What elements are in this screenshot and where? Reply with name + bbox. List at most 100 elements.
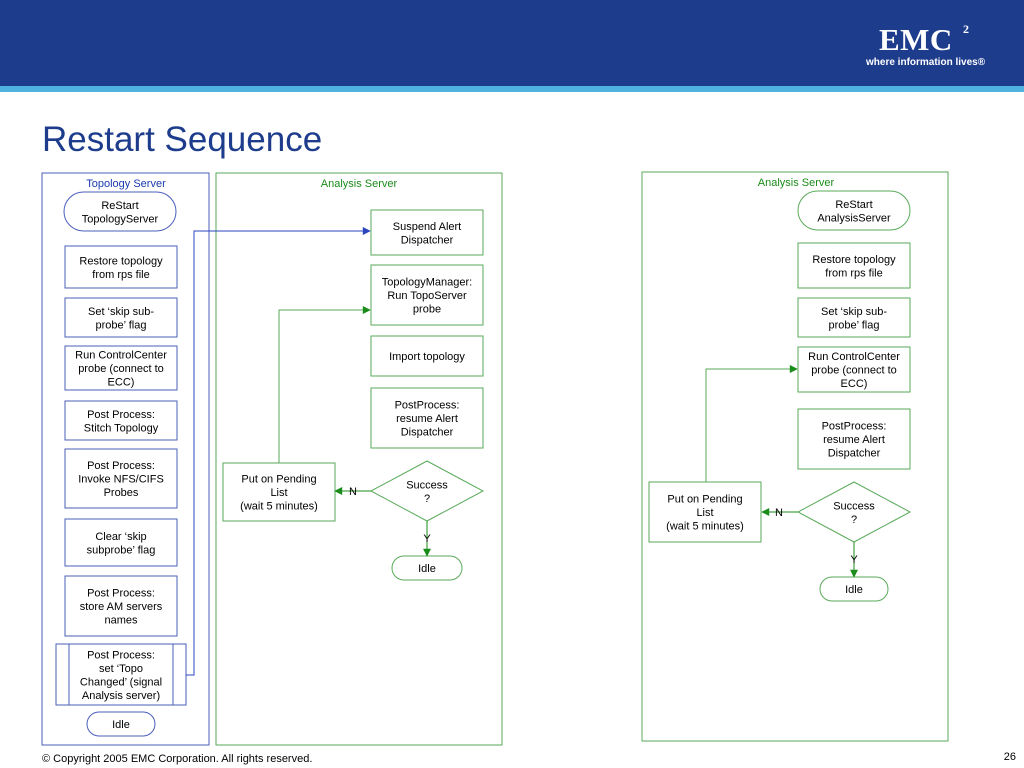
lane-analysis-server-right [641, 171, 949, 742]
topology-step-5-label-line-2: Invoke NFS/CIFS [78, 474, 164, 486]
signal-topo-changed-arrow [186, 227, 371, 676]
analysis-right-step-4-label-line-2: resume Alert [823, 434, 885, 446]
topology-step-7-label-line-1: Post Process: [87, 588, 155, 600]
analysis-right-step-2: Set ‘skip sub-probe’ flag [797, 297, 911, 338]
emc-tagline: where information lives® [866, 57, 985, 68]
topology-start-terminal-label-line-1: ReStart [101, 200, 138, 212]
topology-step-5-label-line-1: Post Process: [87, 460, 155, 472]
analysis-right-step-4-label-line-1: PostProcess: [822, 421, 887, 433]
analysis-right-pending-label-line-3: (wait 5 minutes) [666, 521, 744, 533]
analysis-right-step-4-label-line-3: Dispatcher [828, 448, 881, 460]
emc-tagline-trademark: ® [977, 57, 986, 68]
topology-step-3-shape [64, 345, 178, 391]
analysis-right-step-3-label-line-1: Run ControlCenter [808, 351, 900, 363]
analysis-right-start-terminal-shape [797, 190, 911, 231]
emc-logo: EMC [879, 22, 953, 57]
analysis-left-yes-label: Y [423, 533, 431, 545]
analysis-right-pending-shape [648, 481, 762, 543]
analysis-left-decision-label-line-1: Success [406, 479, 448, 491]
topology-step-1-label-line-1: Restore topology [79, 255, 163, 267]
topology-step-4-shape [64, 400, 178, 441]
analysis-left-step-2: TopologyManager:Run TopoServer probe [370, 264, 484, 326]
analysis-right-step-2-label-line-1: Set ‘skip sub- [821, 306, 887, 318]
topology-step-8-label-line-2: set ‘Topo [99, 663, 143, 675]
topology-step-6-label-line-2: subprobe’ flag [87, 544, 156, 556]
topology-step-7-shape [64, 575, 178, 637]
analysis-left-step-1-shape [370, 209, 484, 256]
analysis-right-step-3-shape [797, 346, 911, 393]
analysis-left-step-3-label-line-1: Import topology [389, 351, 465, 363]
emc-tagline-text: where information lives [866, 57, 978, 68]
analysis-left-step-1-label-line-1: Suspend Alert [393, 221, 462, 233]
topology-step-3-label-line-2: probe (connect to [78, 363, 164, 375]
analysis-left-end-terminal-label: Idle [418, 563, 436, 575]
analysis-left-pending-label-line-3: (wait 5 minutes) [240, 501, 318, 513]
analysis-right-end-terminal-label: Idle [845, 584, 863, 596]
emc-logo-superscript: 2 [963, 22, 969, 36]
topology-step-7-label-line-3: names [104, 615, 138, 627]
analysis-right-step-1-label-line-1: Restore topology [812, 254, 896, 266]
lane-title-analysis-left: Analysis Server [321, 178, 398, 190]
analysis-left-decision-label-line-2: ? [424, 493, 430, 505]
topology-step-8-label-line-1: Post Process: [87, 649, 155, 661]
analysis-left-step-4-shape [370, 387, 484, 449]
topology-step-2-label-line-2: probe’ flag [96, 319, 147, 331]
lane-title-topology: Topology Server [86, 178, 166, 190]
analysis-right-step-4-shape [797, 408, 911, 470]
topology-step-2-label-line-1: Set ‘skip sub- [88, 306, 154, 318]
topology-step-6-shape [64, 518, 178, 567]
analysis-right-start-terminal-label-line-1: ReStart [835, 199, 872, 211]
topology-step-4-label-line-1: Post Process: [87, 409, 155, 421]
topology-step-1-shape [64, 245, 178, 289]
analysis-right-no-label: N [775, 507, 783, 519]
analysis-right-end-terminal: Idle [819, 576, 889, 602]
lane-title-analysis-right: Analysis Server [758, 177, 835, 189]
analysis-left-step-3: Import topology [370, 335, 484, 377]
topology-end-terminal-shape [86, 711, 156, 737]
analysis-left-step-2-label-line-1: TopologyManager: [382, 277, 473, 289]
topology-step-6-label-line-1: Clear ‘skip [95, 531, 146, 543]
topology-step-3-label-line-1: Run ControlCenter [75, 350, 167, 362]
analysis-right-step-2-shape [797, 297, 911, 338]
analysis-right-pending-label-line-1: Put on Pending [667, 494, 742, 506]
analysis-right-step-2-label-line-2: probe’ flag [829, 319, 880, 331]
analysis-left-step-2-label-line-2: Run TopoServer [387, 290, 467, 302]
topology-step-5-shape [64, 448, 178, 509]
lane-topology-server [41, 172, 210, 746]
analysis-right-yes-label: Y [850, 554, 858, 566]
analysis-left-step-4-label-line-1: PostProcess: [395, 400, 460, 412]
analysis-right-step-1-shape [797, 242, 911, 289]
footer-copyright: © Copyright 2005 EMC Corporation. All ri… [42, 753, 313, 765]
header-bar [0, 0, 1024, 86]
analysis-left-step-4-label-line-3: Dispatcher [401, 427, 454, 439]
footer-page-number: 26 [1003, 751, 1016, 763]
topology-step-4-label-line-2: Stitch Topology [84, 422, 159, 434]
analysis-right-decision-label-line-2: ? [851, 514, 857, 526]
analysis-left-pending-label-line-2: List [270, 487, 287, 499]
analysis-right-decision-label-line-1: Success [833, 500, 875, 512]
analysis-left-decision: Success? [369, 460, 485, 522]
analysis-right-decision: Success? [796, 481, 912, 543]
analysis-right-step-3-label-line-2: probe (connect to [811, 365, 897, 377]
topology-end-terminal: Idle [86, 711, 156, 737]
topology-start-terminal-shape [63, 191, 177, 232]
analysis-right-step-1-label-line-2: from rps file [825, 267, 882, 279]
topology-step-8-label-line-3: Changed’ (signal [80, 676, 162, 688]
analysis-left-retry-arrow [278, 306, 371, 463]
analysis-left-no-label: N [349, 486, 357, 498]
topology-step-3-label-line-3: ECC) [108, 377, 135, 389]
topology-step-8-shape [55, 643, 187, 706]
analysis-left-step-2-label-line-3: probe [413, 304, 441, 316]
analysis-right-start-terminal-label-line-2: AnalysisServer [817, 212, 891, 224]
